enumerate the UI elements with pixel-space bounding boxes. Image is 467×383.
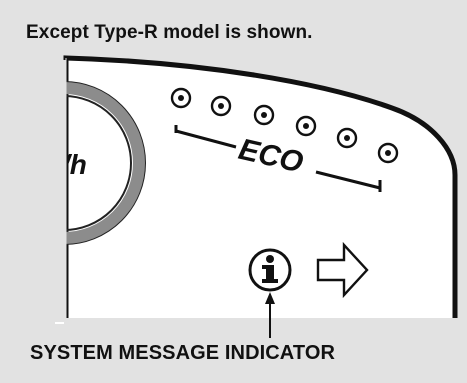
eco-dot [253,104,275,126]
eco-indicator-dots [170,87,399,164]
right-arrow-outline-icon [316,241,369,299]
eco-dot [170,87,192,109]
eco-dot [377,142,399,164]
gauge-ring-inner [63,95,132,231]
info-icon [248,248,292,292]
leader-arrow [265,292,275,338]
gauge-ring-gray [63,82,145,244]
eco-dot [336,127,358,149]
caption-bottom: SYSTEM MESSAGE INDICATOR [30,342,336,364]
eco-dot [210,95,232,117]
eco-dot [295,115,317,137]
caption-top: Except Type-R model is shown. [26,22,313,43]
